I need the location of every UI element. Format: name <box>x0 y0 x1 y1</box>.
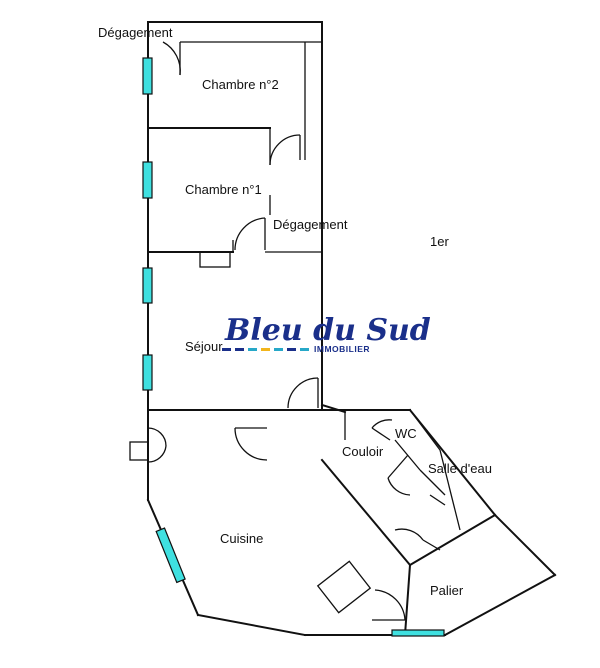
window <box>142 161 153 199</box>
logo-name: Bleu du Sud <box>224 313 431 348</box>
room-labels: Dégagement Chambre n°2 Chambre n°1 Dégag… <box>98 25 492 598</box>
logo-dash <box>235 348 244 351</box>
window <box>142 354 153 391</box>
door-swings <box>147 41 441 621</box>
logo-dash <box>261 348 270 351</box>
window <box>155 527 186 584</box>
room-label-chambre1: Chambre n°1 <box>185 182 262 197</box>
windows <box>142 57 445 637</box>
window <box>391 629 445 637</box>
logo-dash <box>248 348 257 351</box>
room-label-cuisine: Cuisine <box>220 531 263 546</box>
room-label-degagement-mid: Dégagement <box>273 217 348 232</box>
floor-label: 1er <box>430 234 449 249</box>
window <box>142 57 153 95</box>
room-label-sejour: Séjour <box>185 339 223 354</box>
logo-dash <box>287 348 296 351</box>
room-label-degagement-top: Dégagement <box>98 25 173 40</box>
logo-tagline: IMMOBILIER <box>314 344 370 354</box>
logo-dash-bar <box>222 348 309 351</box>
room-label-wc: WC <box>395 426 417 441</box>
room-label-palier: Palier <box>430 583 464 598</box>
logo-dash <box>274 348 283 351</box>
interior-walls <box>129 41 497 637</box>
logo-watermark: Bleu du Sud IMMOBILIER <box>222 313 431 354</box>
room-label-chambre2: Chambre n°2 <box>202 77 279 92</box>
room-label-couloir: Couloir <box>342 444 384 459</box>
logo-dash <box>222 348 231 351</box>
room-label-salle-eau: Salle d'eau <box>428 461 492 476</box>
logo-dash <box>300 348 309 351</box>
window <box>142 267 153 304</box>
